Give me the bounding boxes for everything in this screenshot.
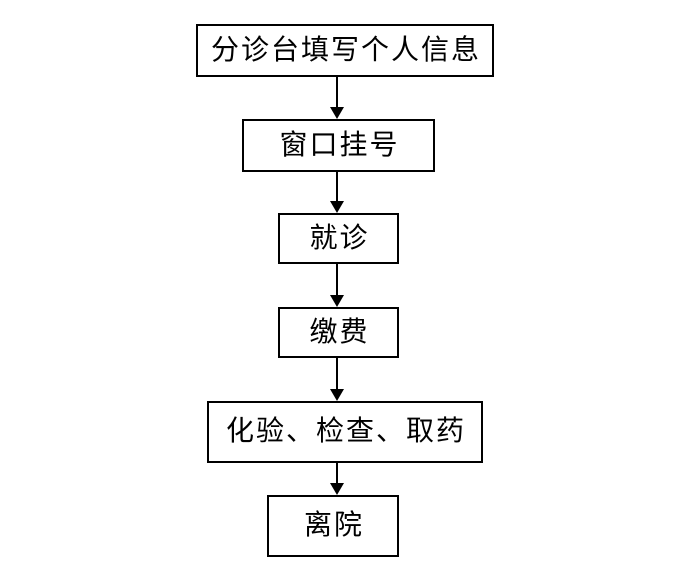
- flow-node-pay: 缴费: [278, 307, 399, 358]
- arrow-shaft: [336, 358, 338, 389]
- down-arrow-connector-1: [330, 77, 344, 119]
- arrow-shaft: [336, 463, 338, 483]
- arrow-shaft: [336, 77, 338, 107]
- arrow-shaft: [336, 172, 338, 201]
- arrow-head-icon: [330, 295, 344, 307]
- down-arrow-connector-3: [330, 264, 344, 307]
- flow-node-consult-label: 就诊: [309, 222, 370, 254]
- flow-node-triage: 分诊台填写个人信息: [196, 24, 494, 77]
- arrow-head-icon: [330, 201, 344, 213]
- arrow-head-icon: [330, 483, 344, 495]
- down-arrow-connector-5: [330, 463, 344, 495]
- flow-node-register-label: 窗口挂号: [279, 129, 400, 161]
- flow-node-triage-label: 分诊台填写个人信息: [210, 34, 481, 66]
- arrow-shaft: [336, 264, 338, 295]
- down-arrow-connector-4: [330, 358, 344, 401]
- arrow-head-icon: [330, 389, 344, 401]
- flow-node-consult: 就诊: [278, 213, 399, 264]
- flow-node-pay-label: 缴费: [309, 316, 370, 348]
- flow-node-tests: 化验、检查、取药: [207, 401, 483, 463]
- flow-node-tests-label: 化验、检查、取药: [225, 416, 466, 447]
- down-arrow-connector-2: [330, 172, 344, 213]
- arrow-head-icon: [330, 107, 344, 119]
- flow-node-leave-label: 离院: [303, 510, 364, 541]
- flow-node-register: 窗口挂号: [242, 119, 435, 172]
- flow-node-leave: 离院: [267, 495, 399, 557]
